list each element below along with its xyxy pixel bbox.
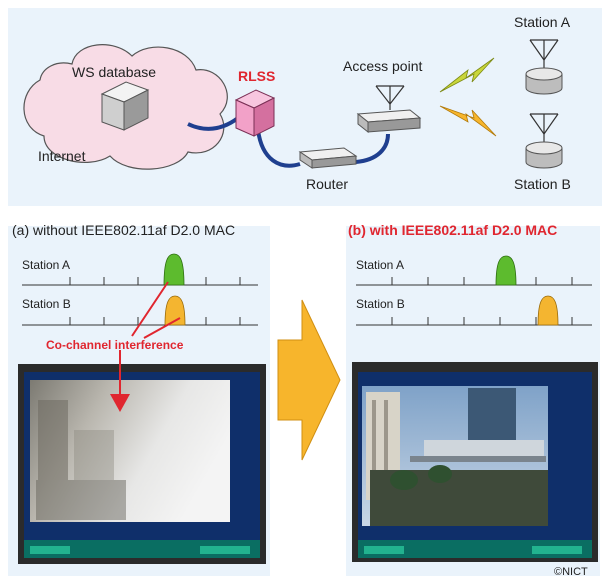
router-label: Router (306, 176, 349, 192)
station-antenna-icon (525, 39, 563, 95)
wireless-signal-icon (439, 105, 497, 137)
internet-label: Internet (38, 148, 86, 164)
station-a-label: Station A (514, 14, 571, 30)
transition-arrow-icon (277, 299, 341, 461)
copyright-label: ©NICT (554, 566, 588, 578)
pulse-green (163, 253, 185, 286)
router-icon (298, 147, 358, 169)
right-section-title: (b) with IEEE802.11af D2.0 MAC (348, 222, 558, 238)
interference-arrows (110, 281, 181, 412)
interference-label: Co-channel interference (46, 338, 184, 352)
rlss-label: RLSS (238, 68, 276, 84)
wireless-signal-icon (439, 57, 495, 93)
station-antenna-icon (525, 113, 563, 169)
left-section-title: (a) without IEEE802.11af D2.0 MAC (12, 222, 236, 238)
pulse-orange (164, 295, 186, 326)
station-b-label: Station B (514, 176, 571, 192)
left-station-b-label: Station B (22, 297, 71, 311)
right-station-a-label: Station A (356, 258, 405, 272)
rlss-server-icon (234, 89, 276, 137)
pulse-green (495, 255, 517, 286)
right-timeline-a (356, 255, 592, 286)
database-icon (100, 81, 150, 131)
cable-db-rlss (187, 116, 240, 131)
left-station-a-label: Station A (22, 258, 71, 272)
cable-rlss-router (256, 129, 301, 168)
left-timeline-a (22, 253, 258, 286)
left-monitor (18, 364, 266, 564)
right-timeline-b (356, 295, 592, 326)
access-point-icon (356, 85, 422, 134)
right-monitor (352, 362, 598, 562)
cable-router-ap (355, 133, 390, 164)
pulse-orange (537, 295, 559, 326)
access-point-label: Access point (343, 58, 423, 74)
ws-database-label: WS database (72, 64, 157, 80)
right-station-b-label: Station B (356, 297, 405, 311)
